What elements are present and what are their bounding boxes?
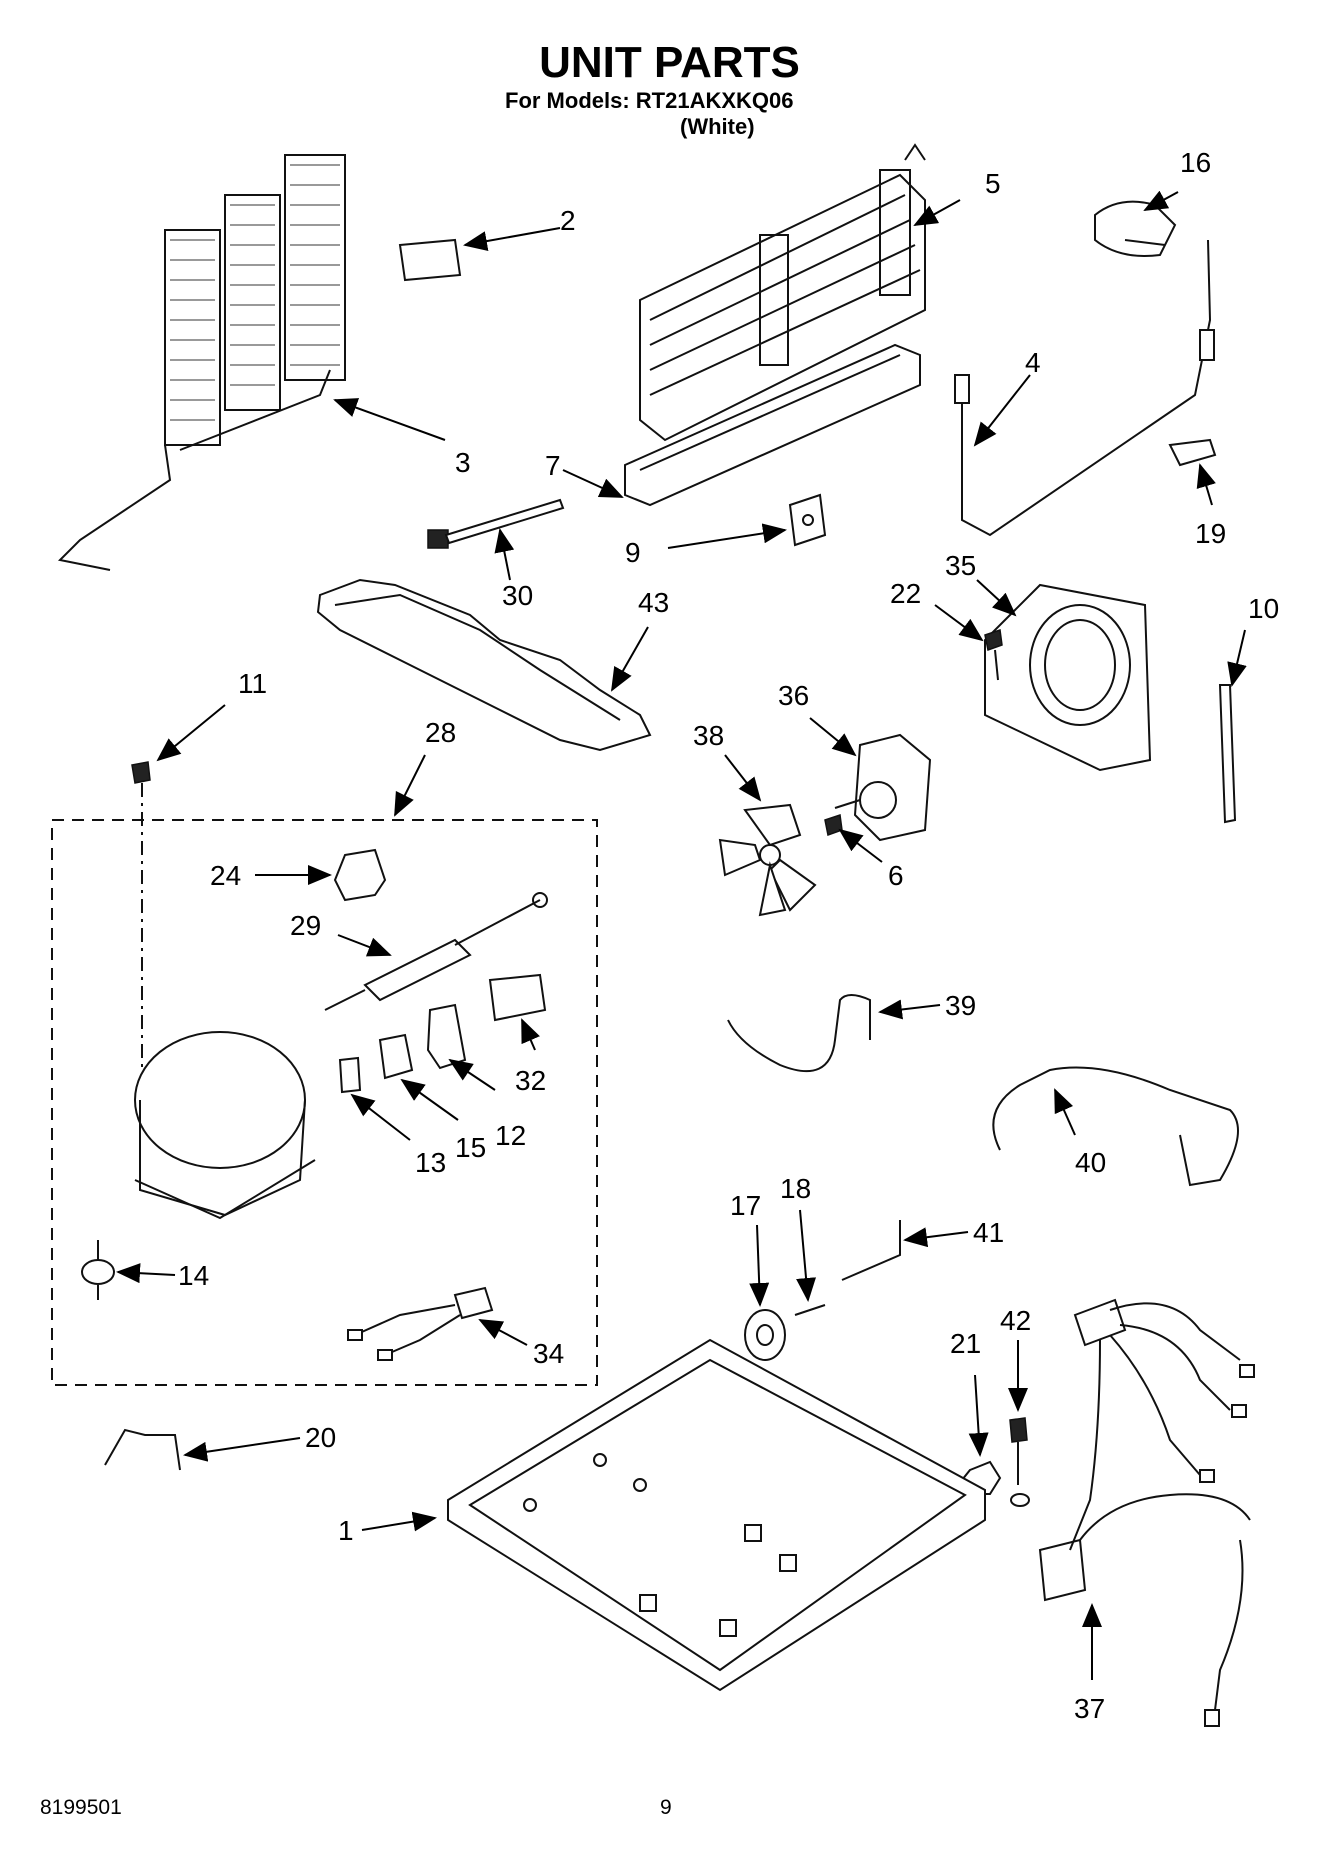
callout-43: 43	[638, 587, 669, 618]
callout-17: 17	[730, 1190, 761, 1221]
roller-screw-drawing	[794, 1304, 826, 1316]
start-device-drawing	[378, 1033, 414, 1080]
cap-drawing	[1094, 200, 1177, 257]
document-number: 8199501	[40, 1796, 122, 1819]
pad-drawing	[398, 238, 462, 282]
callout-11: 11	[238, 668, 267, 699]
thermistor-drawing	[954, 239, 1215, 537]
callout-20: 20	[305, 1422, 336, 1453]
callout-14: 14	[178, 1260, 209, 1291]
tube-39-drawing	[727, 994, 871, 1073]
drain-pan-drawing	[316, 578, 652, 752]
callout-36: 36	[778, 680, 809, 711]
connector-drawing	[488, 973, 547, 1022]
screw-42-drawing	[1009, 1417, 1030, 1507]
callout-37: 37	[1074, 1693, 1105, 1724]
fan-blade-drawing	[718, 803, 817, 917]
callout-34: 34	[533, 1338, 564, 1369]
callout-38: 38	[693, 720, 724, 751]
screw-drawing	[984, 629, 1003, 681]
callout-29: 29	[290, 910, 321, 941]
kit-boundary	[51, 819, 598, 1386]
callout-1: 1	[338, 1515, 354, 1546]
wire-spring-drawing	[104, 1428, 181, 1471]
callout-3: 3	[455, 447, 471, 478]
callout-6: 6	[888, 860, 904, 891]
tube-40-drawing	[992, 1066, 1239, 1187]
callout-32: 32	[515, 1065, 546, 1096]
callout-7: 7	[545, 450, 561, 481]
relay-drawing	[333, 848, 387, 902]
fan-shroud-drawing	[984, 583, 1152, 772]
page-number: 9	[660, 1796, 672, 1819]
grommet-drawing	[81, 1240, 115, 1300]
page-title: UNIT PARTS	[539, 38, 800, 87]
drier-drawing	[324, 892, 548, 1011]
color-variant: (White)	[680, 114, 755, 139]
callout-9: 9	[625, 537, 641, 568]
compressor-drawing	[134, 1031, 316, 1220]
callout-21: 21	[950, 1328, 981, 1359]
callout-24: 24	[210, 860, 241, 891]
callout-42: 42	[1000, 1305, 1031, 1336]
callout-16: 16	[1180, 147, 1211, 178]
roller-drawing	[744, 1309, 786, 1361]
main-harness-drawing	[1038, 1298, 1255, 1727]
tube-41-drawing	[841, 1220, 901, 1281]
callout-15: 15	[455, 1132, 486, 1163]
bolt-drawing	[131, 761, 151, 1070]
callout-12: 12	[495, 1120, 526, 1151]
terminal-drawing	[338, 1056, 362, 1094]
callout-28: 28	[425, 717, 456, 748]
clip-drawing	[788, 493, 827, 547]
callout-leaders	[116, 190, 1247, 1680]
harness-drawing	[347, 1286, 494, 1361]
callout-10: 10	[1248, 593, 1279, 624]
callout-19: 19	[1195, 518, 1226, 549]
callout-labels: 2 3 5 4 7 9 16 19 30 43 22 35 10 36 38 6…	[178, 147, 1279, 1724]
callout-22: 22	[890, 578, 921, 609]
callout-4: 4	[1025, 347, 1041, 378]
base-pan-drawing	[447, 1338, 986, 1692]
callout-40: 40	[1075, 1147, 1106, 1178]
callout-13: 13	[415, 1147, 446, 1178]
drain-trough-drawing	[624, 343, 921, 507]
retainer-clip-drawing	[1168, 438, 1217, 467]
callout-30: 30	[502, 580, 533, 611]
cable-tie-drawing	[427, 498, 565, 549]
callout-2: 2	[560, 205, 576, 236]
callout-5: 5	[985, 168, 1001, 199]
callout-39: 39	[945, 990, 976, 1021]
overload-drawing	[426, 1003, 467, 1070]
condenser-coil-drawing	[57, 154, 346, 571]
callout-41: 41	[973, 1217, 1004, 1248]
callout-18: 18	[780, 1173, 811, 1204]
evaporator-drawing	[639, 143, 926, 442]
models-line: For Models: RT21AKXKQ06	[505, 88, 794, 113]
fan-screw-drawing	[824, 814, 843, 836]
fan-motor-drawing	[834, 733, 932, 842]
callout-35: 35	[945, 550, 976, 581]
strip-drawing	[1218, 684, 1237, 824]
